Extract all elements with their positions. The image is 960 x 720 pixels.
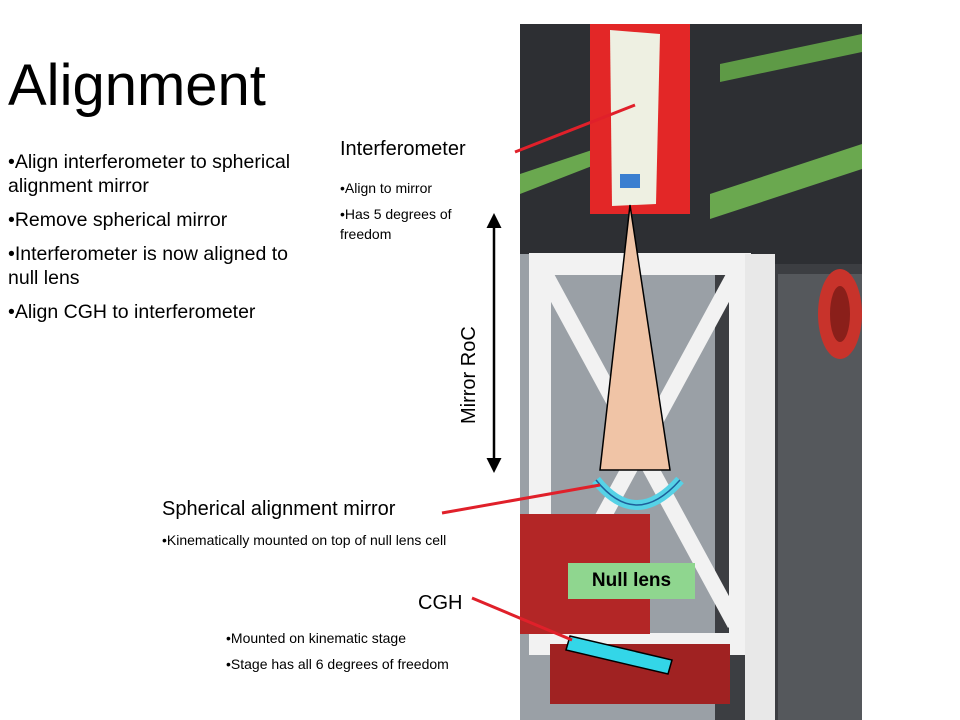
spherical-mirror-label: Spherical alignment mirror <box>162 498 396 520</box>
interferometer-label: Interferometer <box>340 138 466 160</box>
step-item: •Align CGH to interferometer <box>8 301 256 323</box>
interferometer-notes: •Align to mirror •Has 5 degrees of freed… <box>340 178 500 250</box>
step-item: •Remove spherical mirror <box>8 209 228 231</box>
note-item: •Has 5 degrees of freedom <box>340 206 452 242</box>
spherical-mirror-notes: •Kinematically mounted on top of null le… <box>162 530 502 556</box>
null-lens-label: Null lens <box>568 563 695 599</box>
step-item: •Align interferometer to spherical align… <box>8 151 291 197</box>
cgh-label: CGH <box>418 592 463 614</box>
note-item: •Align to mirror <box>340 180 433 196</box>
cgh-notes: •Mounted on kinematic stage •Stage has a… <box>226 628 486 680</box>
mirror-roc-label: Mirror RoC <box>458 326 480 424</box>
step-item: •Interferometer is now aligned to null l… <box>8 243 288 289</box>
slide-title: Alignment <box>8 53 266 118</box>
note-item: •Stage has all 6 degrees of freedom <box>226 656 449 672</box>
test-setup-photo <box>520 24 862 720</box>
note-item: •Mounted on kinematic stage <box>226 630 407 646</box>
note-item: •Kinematically mounted on top of null le… <box>162 532 447 548</box>
alignment-steps: •Align interferometer to spherical align… <box>8 150 318 334</box>
